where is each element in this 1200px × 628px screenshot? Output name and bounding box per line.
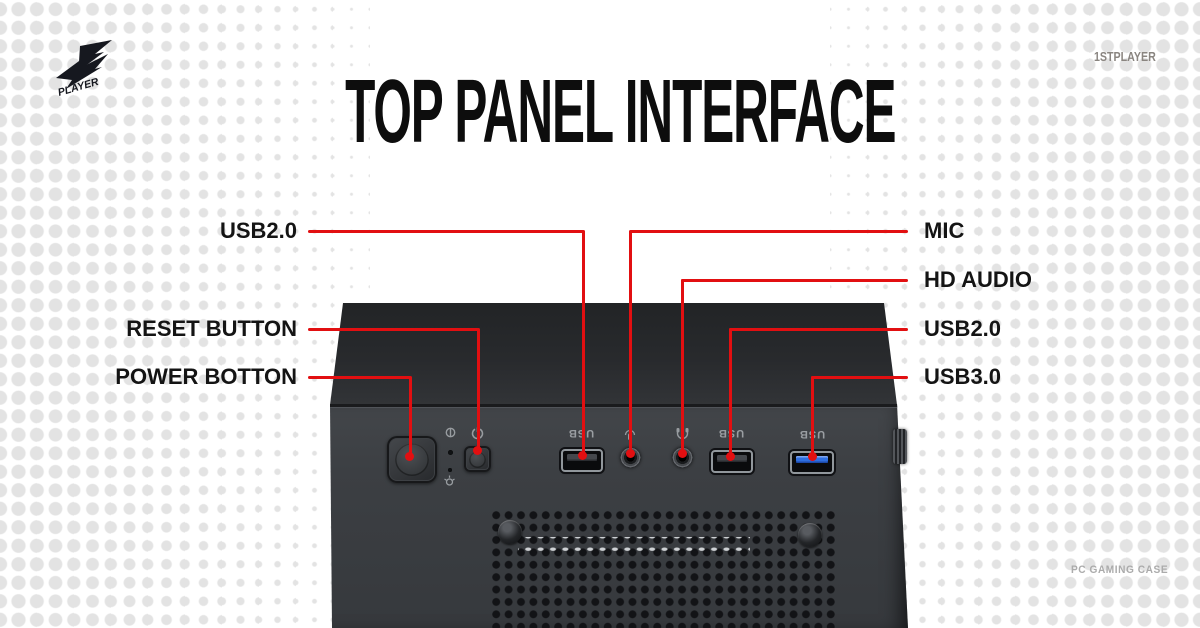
callout-tip-power [405, 452, 414, 461]
callout-tip-usb3 [808, 452, 817, 461]
1stplayer-logo: PLAYER [56, 40, 112, 99]
callout-tip-hdaudio [678, 449, 687, 458]
vent-mesh [490, 509, 838, 628]
callout-line-usb2-left [308, 230, 584, 233]
label-power: POWER BOTTON [115, 364, 297, 389]
callout-tip-mic [626, 449, 635, 458]
callout-line-hdaudio-v [681, 279, 684, 454]
page-title: TOP PANEL INTERFACE [344, 62, 896, 162]
callout-line-usb2-right [729, 328, 908, 331]
title-wrap: TOP PANEL INTERFACE [20, 62, 1200, 162]
product-tagline: PC GAMING CASE [1071, 564, 1169, 576]
label-hd-audio: HD AUDIO [924, 267, 1032, 292]
hdd-led-icon [445, 427, 456, 438]
callout-line-mic [630, 230, 908, 233]
callout-line-usb3-v [811, 376, 814, 458]
callout-tip-usb2-left [578, 451, 587, 460]
callout-line-usb2-right-v [729, 328, 732, 456]
label-mic: MIC [924, 218, 965, 243]
screw-right [798, 523, 822, 547]
callout-line-power-v [409, 376, 412, 458]
reset-button-cap [469, 450, 486, 468]
callout-line-usb3 [811, 376, 908, 379]
power-button [387, 436, 437, 483]
lamp-icon [444, 475, 455, 486]
label-usb3: USB3.0 [924, 364, 1002, 389]
callout-tip-usb2-right [726, 452, 735, 461]
callout-line-mic-v [629, 230, 632, 454]
brand-wordmark: 1STPLAYER [1094, 49, 1156, 64]
callout-line-usb2-left-v [582, 230, 585, 456]
usb-print-label: USB [567, 427, 595, 439]
screw-left [498, 520, 522, 544]
vent-mesh-highlight [518, 537, 750, 559]
callout-line-power [308, 376, 411, 379]
power-led [448, 468, 452, 472]
callout-line-hdaudio [681, 279, 908, 282]
label-usb2-right: USB2.0 [924, 316, 1002, 341]
callout-line-reset-v [477, 328, 480, 452]
callout-tip-reset [473, 446, 482, 455]
thumbscrew [893, 429, 907, 464]
label-reset: RESET BUTTON [126, 316, 297, 341]
hdd-led [448, 450, 453, 455]
case-top-bezel [330, 303, 897, 405]
label-usb2-left: USB2.0 [219, 218, 297, 243]
callout-line-reset [308, 328, 479, 331]
